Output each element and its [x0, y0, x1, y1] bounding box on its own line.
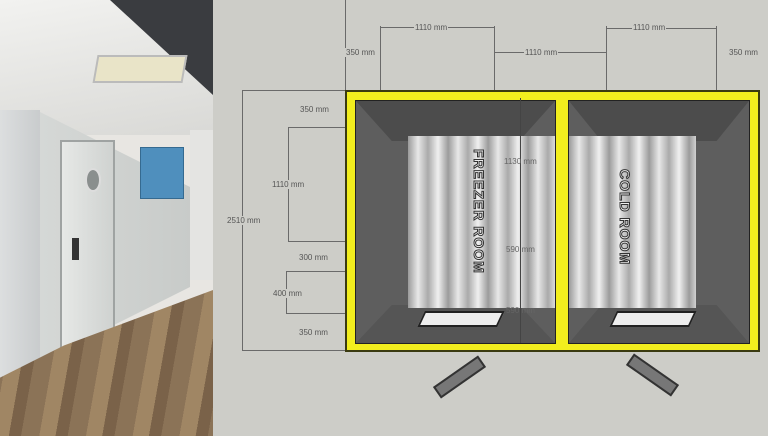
dim-top-1: 350 mm	[345, 48, 376, 57]
ext-line	[288, 241, 345, 242]
rear-wall	[190, 130, 213, 280]
freezer-door-opening	[417, 311, 505, 327]
dim-top-5: 350 mm	[728, 48, 759, 57]
dim-left-4: 400 mm	[272, 289, 303, 298]
cold-room-label: COLD ROOM	[617, 168, 634, 266]
ext-line	[494, 26, 495, 90]
ext-line	[288, 127, 345, 128]
dim-top-4: 1110 mm	[632, 23, 667, 32]
dim-inner-2: 590 mm	[506, 245, 535, 254]
ceiling-panel	[356, 101, 555, 141]
ext-line	[286, 271, 345, 272]
cold-room-panels: FREEZER ROOM COLD ROOM	[345, 90, 760, 352]
ext-line	[286, 313, 345, 314]
side-wall	[0, 110, 40, 410]
freezer-room: FREEZER ROOM	[355, 100, 556, 344]
freezer-room-label: FREEZER ROOM	[471, 149, 488, 275]
dim-left-total: 2510 mm	[226, 216, 262, 225]
ext-line	[345, 0, 346, 90]
dim-line	[520, 98, 521, 343]
dim-left-2: 1110 mm	[271, 180, 306, 189]
cold-back-wall	[569, 136, 696, 308]
dim-inner-3: 590 mm	[506, 306, 535, 315]
dim-top-3: 1110 mm	[524, 48, 559, 57]
dim-left-3: 300 mm	[298, 253, 329, 262]
cold-room: COLD ROOM	[568, 100, 750, 344]
refrigeration-unit	[140, 147, 184, 199]
ext-line	[242, 90, 345, 91]
ext-line	[716, 26, 717, 90]
cold-room-photo	[0, 0, 213, 436]
ceiling-light	[92, 55, 188, 83]
door-porthole	[85, 168, 101, 192]
dim-top-2: 1110 mm	[414, 23, 449, 32]
ext-line	[380, 26, 381, 90]
ext-line	[606, 26, 607, 90]
dim-left-1: 350 mm	[299, 105, 330, 114]
dim-inner-1: 1130 mm	[504, 157, 537, 166]
freezer-back-wall	[408, 136, 555, 308]
ceiling-panel	[569, 101, 749, 141]
ext-line	[242, 350, 345, 351]
cold-door-opening	[609, 311, 697, 327]
dim-left-5: 350 mm	[298, 328, 329, 337]
door-handle	[72, 238, 79, 260]
